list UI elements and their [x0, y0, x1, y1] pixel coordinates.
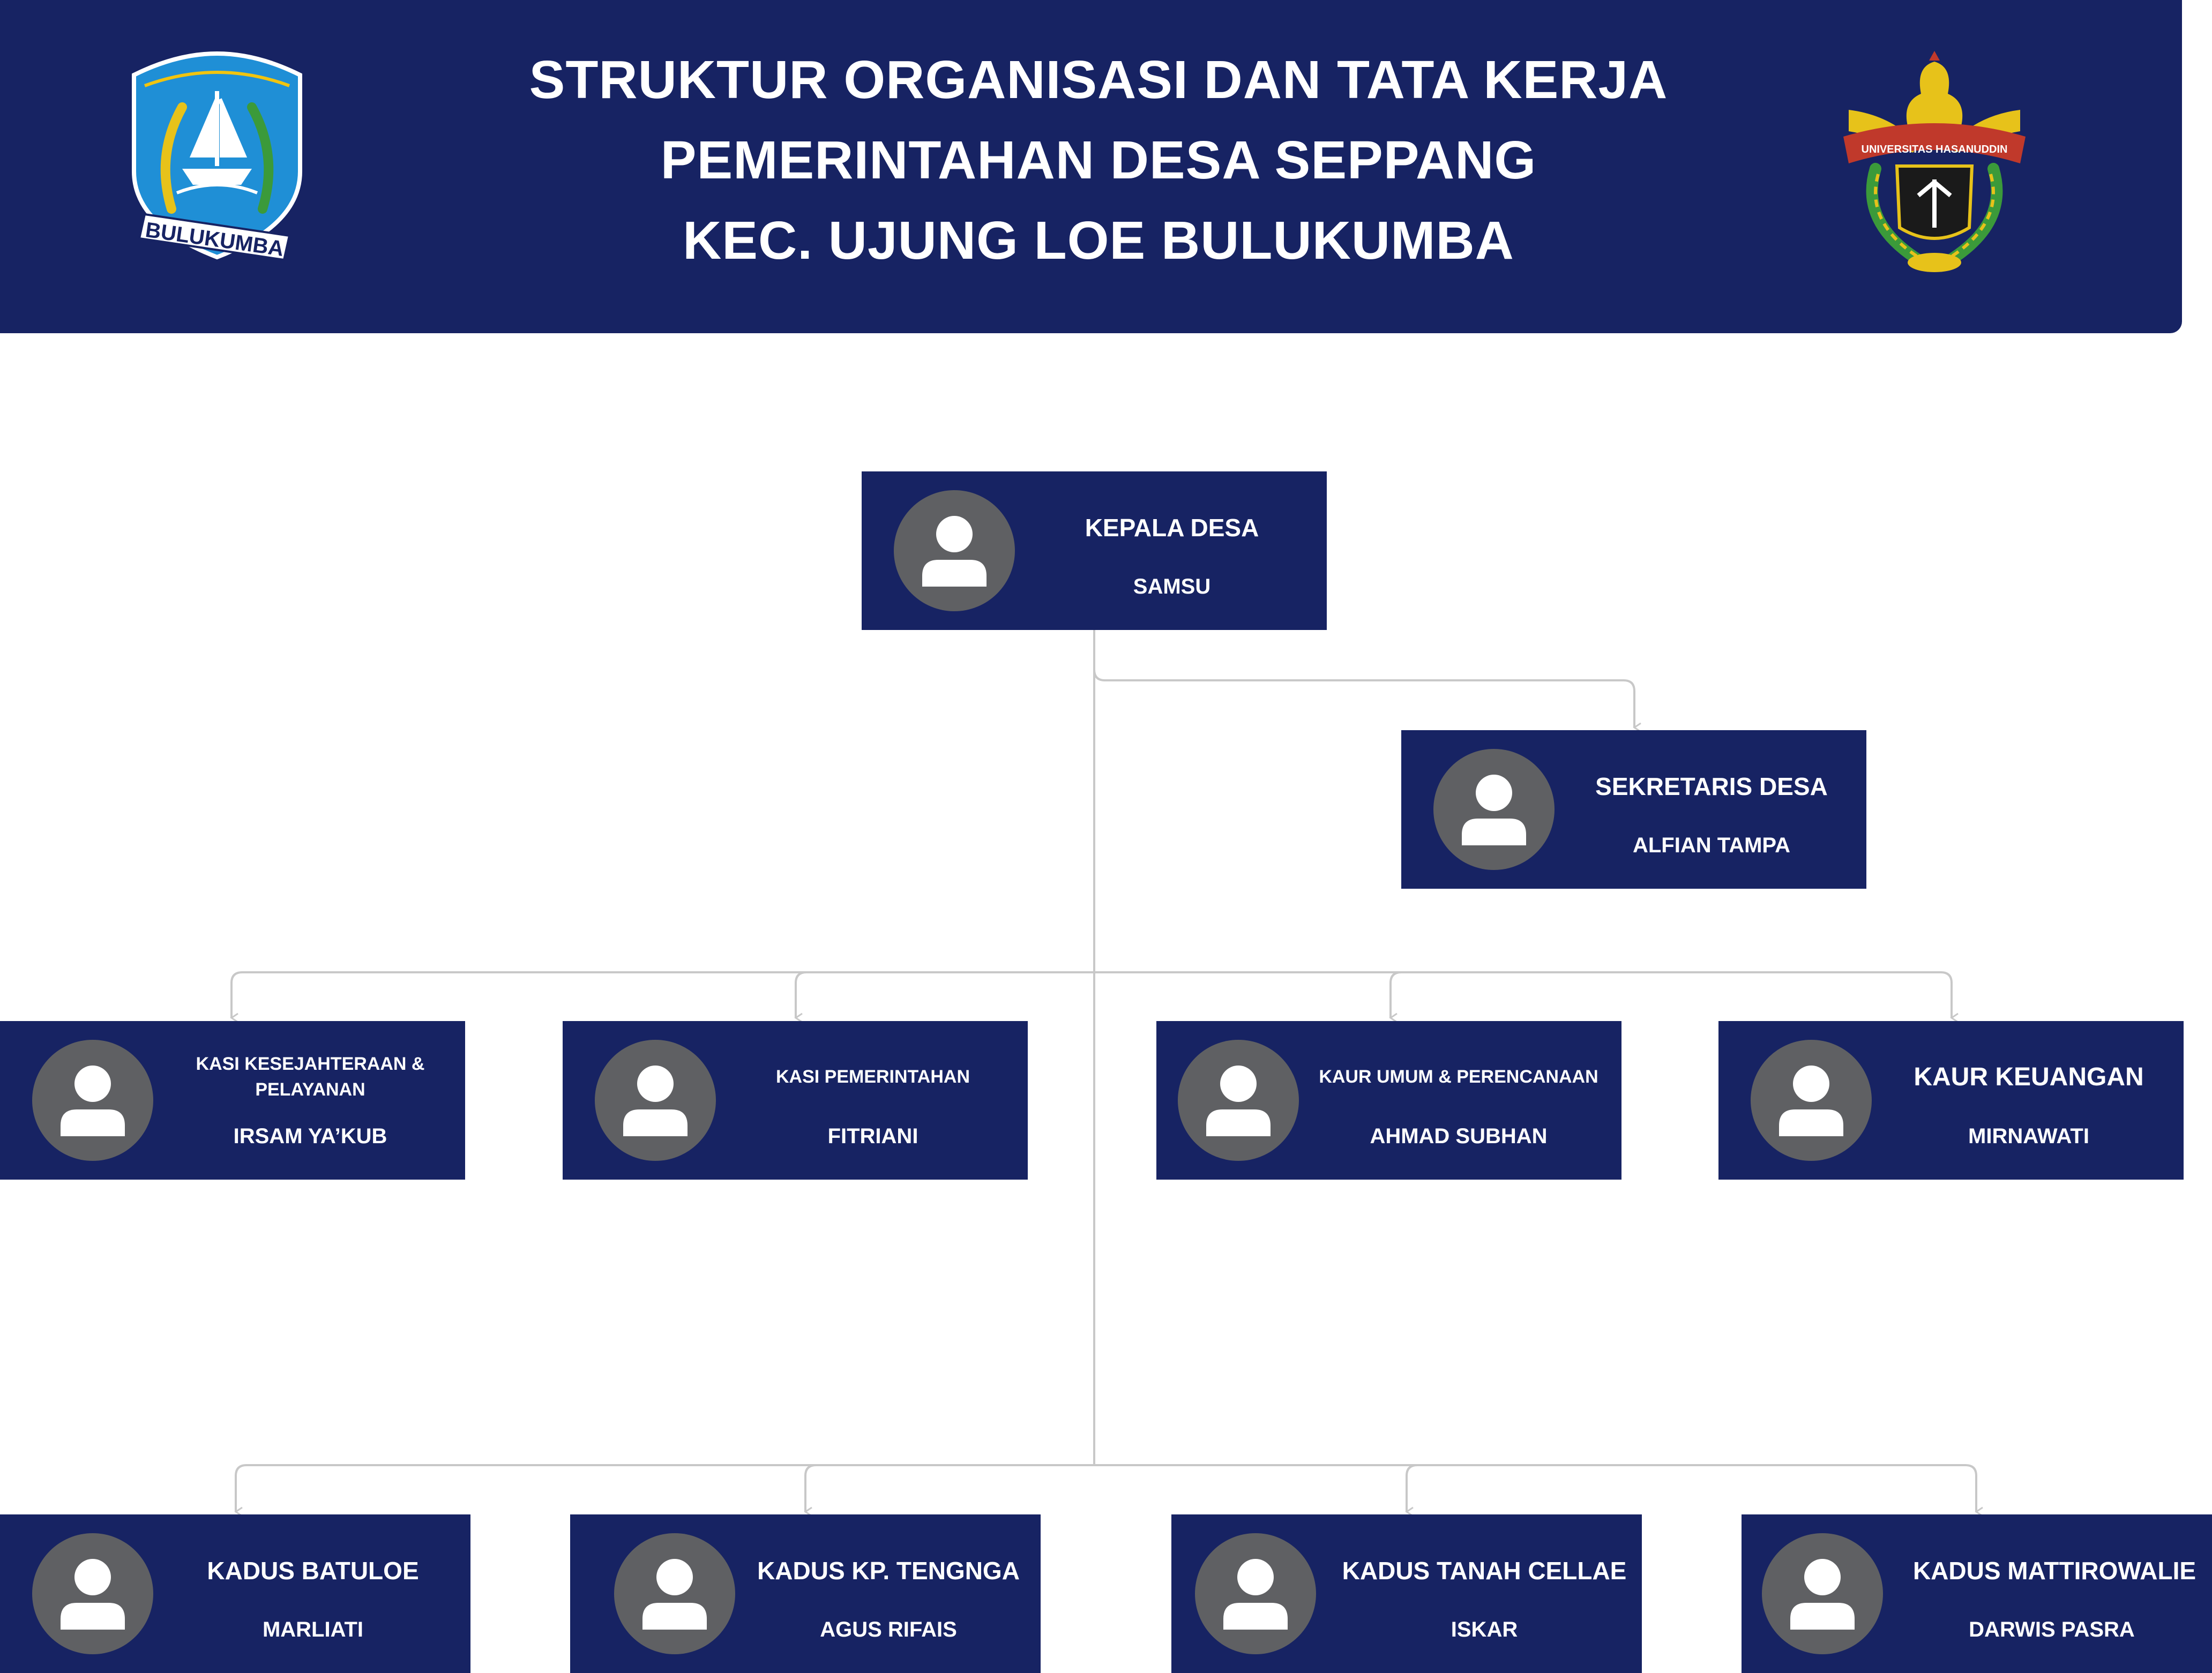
node-role: KADUS TANAH CELLAE	[1342, 1556, 1627, 1585]
person-icon	[614, 1533, 735, 1654]
edge-to-kaur-keuangan	[1940, 971, 1959, 1023]
edge-kepala-to-sekretaris	[1093, 629, 1641, 733]
node-kadus-kp-tengnga[interactable]: KADUS KP. TENGNGA AGUS RIFAIS	[570, 1514, 1041, 1673]
node-role: KASI KESEJAHTERAAN & PELAYANAN	[196, 1054, 425, 1100]
node-role: KAUR UMUM & PERENCANAAN	[1319, 1067, 1598, 1087]
node-kadus-batuloe[interactable]: KADUS BATULOE MARLIATI	[0, 1514, 470, 1673]
node-kaur-umum[interactable]: KAUR UMUM & PERENCANAAN AHMAD SUBHAN	[1156, 1021, 1621, 1180]
node-name: DARWIS PASRA	[1969, 1617, 2135, 1641]
person-icon	[1178, 1040, 1299, 1161]
person-icon	[595, 1040, 716, 1161]
unhas-emblem-icon: UNIVERSITAS HASANUDDIN	[1843, 51, 2026, 272]
node-role: KADUS BATULOE	[207, 1556, 419, 1585]
person-icon	[32, 1533, 153, 1654]
edge-to-kasi-pemerintahan	[794, 971, 807, 1023]
person-icon	[32, 1040, 153, 1161]
node-name: ISKAR	[1451, 1617, 1518, 1641]
node-role: KADUS MATTIROWALIE	[1912, 1556, 2196, 1585]
node-kadus-tanah-cellae[interactable]: KADUS TANAH CELLAE ISKAR	[1171, 1514, 1642, 1673]
person-icon	[1751, 1040, 1872, 1161]
node-name: ALFIAN TAMPA	[1632, 833, 1791, 857]
node-kadus-mattirowalie[interactable]: KADUS MATTIROWALIE DARWIS PASRA	[1742, 1514, 2212, 1673]
node-role: KADUS KP. TENGNGA	[757, 1556, 1020, 1585]
person-icon	[1195, 1533, 1316, 1654]
node-name: SAMSU	[1133, 574, 1211, 598]
node-name: MIRNAWATI	[1968, 1124, 2089, 1148]
header-title-line-3: KEC. UJUNG LOE BULUKUMBA	[683, 211, 1514, 271]
edge-to-kadus-batuloe	[234, 1464, 247, 1517]
edge-to-kadus-kp-tengnga	[804, 1464, 817, 1517]
node-role: KAUR KEUANGAN	[1914, 1063, 2144, 1092]
node-sekretaris-desa[interactable]: SEKRETARIS DESA ALFIAN TAMPA	[1401, 730, 1866, 889]
node-kasi-pemerintahan[interactable]: KASI PEMERINTAHAN FITRIANI	[563, 1021, 1028, 1180]
person-icon	[1433, 749, 1555, 870]
person-icon	[1762, 1533, 1883, 1654]
node-role: KEPALA DESA	[1085, 513, 1259, 542]
bulukumba-emblem-icon: BULUKUMBA	[132, 51, 302, 261]
edge-to-kasi-kesejahteraan	[230, 971, 243, 1023]
person-icon	[894, 490, 1015, 611]
edge-to-kaur-umum	[1389, 971, 1402, 1023]
node-role: KASI PEMERINTAHAN	[775, 1067, 970, 1087]
header-title-line-1: STRUKTUR ORGANISASI DAN TATA KERJA	[529, 50, 1668, 110]
node-name: IRSAM YA’KUB	[233, 1124, 387, 1148]
node-kaur-keuangan[interactable]: KAUR KEUANGAN MIRNAWATI	[1718, 1021, 2184, 1180]
edge-to-kadus-tanah-cellae	[1405, 1464, 1418, 1517]
header-title-line-2: PEMERINTAHAN DESA SEPPANG	[660, 130, 1537, 190]
node-name: AGUS RIFAIS	[820, 1617, 957, 1641]
node-kepala-desa[interactable]: KEPALA DESA SAMSU	[862, 471, 1327, 630]
node-name: AHMAD SUBHAN	[1370, 1124, 1548, 1148]
edge-to-kadus-mattirowalie	[1965, 1464, 1983, 1517]
unhas-emblem-text: UNIVERSITAS HASANUDDIN	[1862, 144, 2008, 155]
header-banner: BULUKUMBA STRUKTUR ORGANISASI DAN TATA K…	[0, 0, 2182, 333]
node-role: SEKRETARIS DESA	[1595, 772, 1828, 800]
node-name: MARLIATI	[262, 1617, 364, 1641]
node-kasi-kesejahteraan[interactable]: KASI KESEJAHTERAAN & PELAYANAN IRSAM YA’…	[0, 1021, 465, 1180]
node-name: FITRIANI	[827, 1124, 918, 1148]
